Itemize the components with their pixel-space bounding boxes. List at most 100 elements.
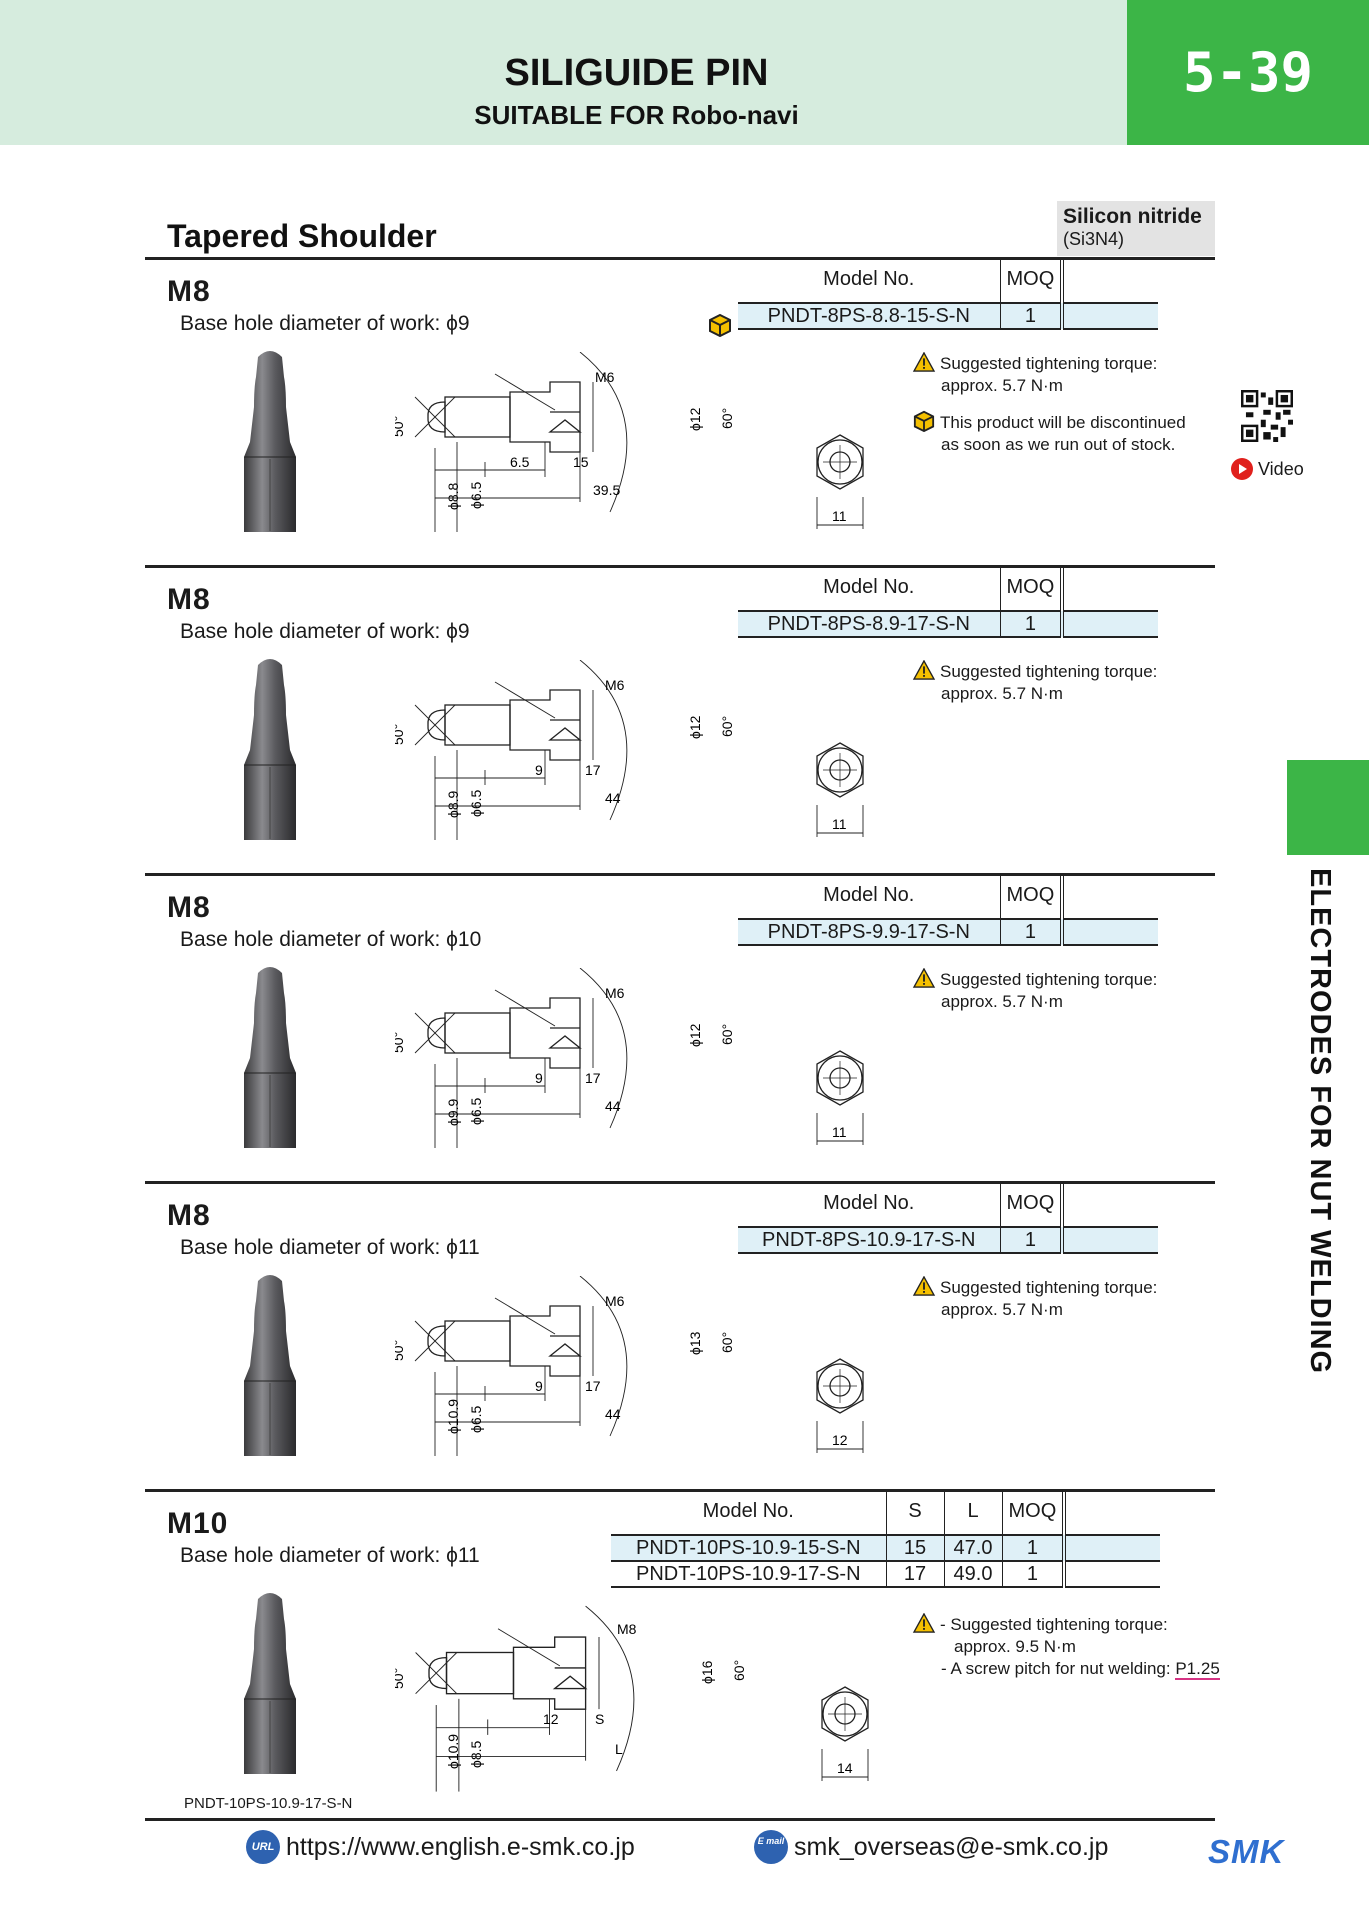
col-moq: MOQ (999, 257, 1063, 304)
dim-angle2: 60° (719, 716, 735, 737)
block-divider (145, 565, 1215, 568)
torque-note: Suggested tightening torque: approx. 5.7… (912, 1276, 1157, 1321)
col-model: Model No. (738, 873, 1000, 920)
dim-tip: ϕ10.9 (445, 1399, 461, 1434)
block-divider (145, 873, 1215, 876)
dim-angle1: 50° (395, 1668, 406, 1689)
photo-caption: PNDT-10PS-10.9-17-S-N (184, 1795, 353, 1812)
page-header: SILIGUIDE PIN SUITABLE FOR Robo-navi (0, 0, 1127, 145)
dim-total: L (615, 1741, 623, 1757)
col-l: L (943, 1489, 1002, 1536)
col-model: Model No. (611, 1489, 886, 1536)
s-value: 17 (885, 1561, 944, 1588)
end-view-drawing: 11 (816, 742, 864, 838)
col-s: S (885, 1489, 944, 1536)
pin-photo (230, 963, 310, 1153)
dim-tip: ϕ9.9 (445, 1098, 461, 1126)
base-hole-diameter: Base hole diameter of work: ϕ9 (180, 312, 470, 335)
qr-code[interactable] (1241, 390, 1293, 442)
s-value: 15 (885, 1535, 944, 1562)
col-model: Model No. (738, 257, 1000, 304)
moq-value: 1 (999, 1227, 1063, 1254)
product-block: M10 Base hole diameter of work: ϕ11 M8 5… (0, 1489, 1369, 1819)
model-number: PNDT-8PS-9.9-17-S-N (738, 919, 1000, 946)
footer-url[interactable]: URL https://www.english.e-smk.co.jp (246, 1830, 635, 1864)
col-moq: MOQ (999, 565, 1063, 612)
col-moq: MOQ (999, 873, 1063, 920)
pin-photo (243, 1592, 297, 1775)
thread-size: M8 (167, 891, 211, 924)
thread-size: M8 (167, 275, 211, 308)
dim-angle1: 50° (395, 724, 406, 745)
section-title: Tapered Shoulder (167, 218, 437, 254)
block-divider (145, 1181, 1215, 1184)
base-hole-diameter: Base hole diameter of work: ϕ9 (180, 620, 470, 643)
dim-thread: M6 (605, 677, 625, 693)
dim-body: ϕ6.5 (468, 1097, 484, 1125)
torque-note: Suggested tightening torque: approx. 5.7… (912, 968, 1157, 1013)
dim-a1: 12 (543, 1711, 559, 1727)
footer-email[interactable]: E mail smk_overseas@e-smk.co.jp (754, 1830, 1108, 1864)
video-link[interactable]: Video (1231, 458, 1304, 480)
end-view-drawing: 12 (816, 1358, 864, 1454)
product-block: M8 Base hole diameter of work: ϕ9 M6 50°… (0, 257, 1369, 565)
col-moq: MOQ (999, 1181, 1063, 1228)
moq-value: 1 (999, 919, 1063, 946)
dim-tip: ϕ8.8 (445, 482, 461, 510)
dim-hex: 14 (837, 1760, 853, 1776)
dimension-drawing: M6 50° ϕ9.9 ϕ6.5 9 17 44 ϕ12 60° (395, 968, 735, 1149)
end-view-drawing: 11 (816, 434, 864, 530)
website-link[interactable]: https://www.english.e-smk.co.jp (286, 1832, 635, 1861)
moq-value: 1 (1001, 1561, 1065, 1588)
spec-table: Model No. MOQ PNDT-8PS-8.9-17-S-N 1 (738, 565, 1159, 638)
dim-tip: ϕ8.9 (445, 790, 461, 818)
dim-head: ϕ12 (687, 407, 703, 431)
model-number: PNDT-8PS-10.9-17-S-N (738, 1227, 1000, 1254)
dim-angle2: 60° (731, 1660, 747, 1681)
dim-body: ϕ6.5 (468, 481, 484, 509)
dimension-drawing: M8 50° ϕ10.9 ϕ8.5 12 S L ϕ16 60° (395, 1605, 747, 1793)
dim-a2: 17 (585, 1070, 601, 1086)
material-formula: (Si3N4) (1063, 229, 1125, 249)
dim-a2: 15 (573, 454, 589, 470)
dim-body: ϕ8.5 (468, 1740, 484, 1768)
dim-hex: 11 (832, 1124, 847, 1140)
warning-icon (912, 352, 936, 372)
dim-a2: 17 (585, 762, 601, 778)
m10-notes: - Suggested tightening torque: approx. 9… (912, 1613, 1220, 1680)
thread-size: M8 (167, 1199, 211, 1232)
dim-a1: 6.5 (510, 454, 530, 470)
l-value: 47.0 (943, 1535, 1002, 1562)
dim-thread: M6 (595, 369, 615, 385)
product-block: M8 Base hole diameter of work: ϕ11 M6 50… (0, 1181, 1369, 1489)
dim-thread: M6 (605, 1293, 625, 1309)
dim-a1: 9 (535, 1070, 543, 1086)
dim-head: ϕ16 (699, 1660, 715, 1684)
dim-total: 39.5 (593, 482, 620, 498)
base-hole-diameter: Base hole diameter of work: ϕ10 (180, 928, 482, 951)
l-value: 49.0 (943, 1561, 1002, 1588)
moq-value: 1 (1001, 1535, 1065, 1562)
dim-total: 44 (605, 1406, 621, 1422)
pin-photo (230, 1271, 310, 1461)
material-name: Silicon nitride (1063, 205, 1202, 228)
end-view-drawing: 11 (816, 1050, 864, 1146)
dim-angle2: 60° (719, 1332, 735, 1353)
dim-body: ϕ6.5 (468, 1405, 484, 1433)
product-block: M8 Base hole diameter of work: ϕ10 M6 50… (0, 873, 1369, 1181)
dim-hex: 12 (832, 1432, 848, 1448)
dim-hex: 11 (832, 816, 847, 832)
warning-icon (912, 1613, 936, 1633)
dim-tip: ϕ10.9 (445, 1734, 461, 1769)
dim-angle1: 50° (395, 1032, 406, 1053)
warning-icon (912, 1276, 936, 1296)
mail-icon: E mail (754, 1830, 788, 1864)
category-tab (1287, 760, 1369, 855)
dimension-drawing: M6 50° ϕ8.9 ϕ6.5 9 17 44 ϕ12 60° (395, 660, 735, 841)
model-number: PNDT-8PS-8.8-15-S-N (738, 303, 1000, 330)
dim-a2: S (595, 1711, 604, 1727)
dim-head: ϕ12 (687, 1023, 703, 1047)
model-number: PNDT-10PS-10.9-17-S-N (611, 1561, 886, 1588)
warning-icon (912, 968, 936, 988)
email-link[interactable]: smk_overseas@e-smk.co.jp (794, 1832, 1109, 1861)
